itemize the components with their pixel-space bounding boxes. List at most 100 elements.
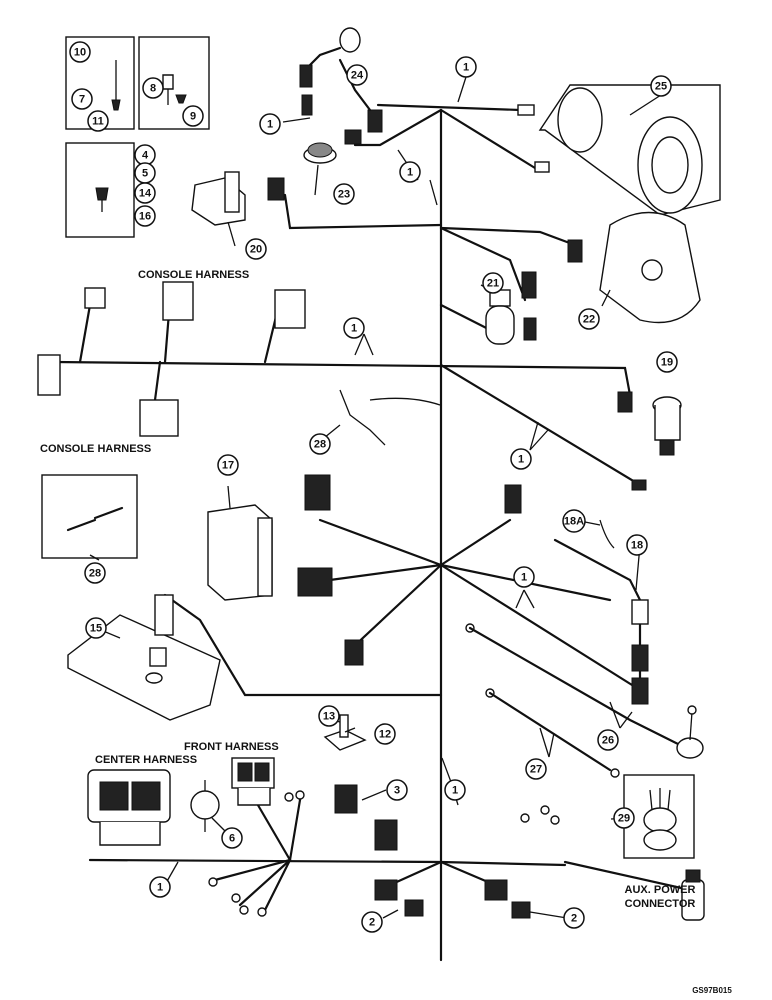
blower-motor-22 — [567, 211, 701, 324]
mid-harness-connectors — [297, 474, 522, 666]
callout-number: 24 — [351, 70, 364, 82]
callout-12: 12 — [374, 723, 396, 745]
callout-23: 23 — [333, 183, 355, 205]
callout-number: 6 — [229, 833, 235, 845]
blower-housing-25 — [538, 84, 721, 216]
front-harness-switch — [231, 757, 275, 806]
callout-number: 5 — [142, 168, 148, 180]
callout-9: 9 — [182, 105, 204, 127]
callout-2: 2 — [361, 911, 383, 933]
callouts: 1071189451416124112325202122119281172818… — [69, 41, 678, 933]
callout-number: 28 — [314, 439, 326, 451]
callout-number: 1 — [463, 62, 469, 74]
callout-14: 14 — [134, 182, 156, 204]
callout-number: 16 — [139, 211, 151, 223]
console-connectors — [37, 281, 647, 491]
ring-terminals — [208, 790, 560, 917]
label-console-harness-top: CONSOLE HARNESS — [138, 269, 249, 281]
callout-number: 23 — [338, 189, 350, 201]
ground-wire-27 — [485, 688, 620, 778]
callout-7: 7 — [71, 88, 93, 110]
callout-number: 18A — [564, 516, 584, 528]
callout-16: 16 — [134, 205, 156, 227]
connectors-3 — [334, 784, 398, 851]
callout-1: 1 — [444, 779, 466, 801]
callout-25: 25 — [650, 75, 672, 97]
callout-5: 5 — [134, 162, 156, 184]
relay-6 — [190, 780, 220, 832]
callout-number: 1 — [407, 167, 413, 179]
callout-number: 1 — [521, 572, 527, 584]
callout-number: 20 — [250, 244, 262, 256]
callout-4: 4 — [134, 144, 156, 166]
callout-3: 3 — [386, 779, 408, 801]
control-module-17 — [207, 504, 273, 601]
callout-number: 15 — [90, 623, 102, 635]
main-harness-trunk — [53, 103, 692, 962]
center-harness-switch — [87, 769, 171, 846]
callout-1: 1 — [259, 113, 281, 135]
callout-number: 1 — [267, 119, 273, 131]
callout-number: 1 — [518, 454, 524, 466]
callout-number: 21 — [487, 278, 499, 290]
callout-number: 4 — [142, 150, 149, 162]
spring-box-28 — [41, 474, 138, 559]
callout-18A: 18A — [562, 509, 586, 533]
callout-11: 11 — [87, 110, 109, 132]
hardware-box-fasteners — [65, 36, 210, 238]
callout-number: 3 — [394, 785, 400, 797]
callout-number: 18 — [631, 540, 643, 552]
callout-21: 21 — [482, 272, 504, 294]
callout-number: 10 — [74, 47, 86, 59]
callout-29: 29 — [613, 807, 635, 829]
callout-19: 19 — [656, 351, 678, 373]
callout-20: 20 — [245, 238, 267, 260]
callout-10: 10 — [69, 41, 91, 63]
pressure-switch-21 — [485, 271, 537, 345]
callout-number: 11 — [92, 116, 104, 128]
connectors-2 — [374, 879, 531, 919]
callout-number: 19 — [661, 357, 673, 369]
callout-22: 22 — [578, 308, 600, 330]
callout-1: 1 — [149, 876, 171, 898]
callout-number: 14 — [139, 188, 152, 200]
callout-number: 28 — [89, 568, 101, 580]
callout-6: 6 — [221, 827, 243, 849]
callout-1: 1 — [399, 161, 421, 183]
cigar-lighter-19 — [652, 396, 682, 456]
callout-number: 2 — [571, 913, 577, 925]
callout-18: 18 — [626, 534, 648, 556]
callout-number: 26 — [602, 735, 614, 747]
label-console-harness-left: CONSOLE HARNESS — [40, 443, 151, 455]
actuator-20 — [191, 171, 246, 226]
callout-1: 1 — [510, 448, 532, 470]
callout-24: 24 — [346, 64, 368, 86]
label-front-harness: FRONT HARNESS — [184, 741, 279, 753]
sensor-13 — [323, 714, 367, 751]
callout-28: 28 — [84, 562, 106, 584]
label-center-harness: CENTER HARNESS — [95, 754, 197, 766]
callout-number: 1 — [351, 323, 357, 335]
callout-8: 8 — [142, 77, 164, 99]
ground-wire-26 — [465, 623, 704, 759]
fuse-box-15 — [67, 594, 221, 721]
aux-power-connector — [681, 869, 705, 921]
callout-1: 1 — [455, 56, 477, 78]
callout-number: 13 — [323, 711, 335, 723]
callout-number: 27 — [530, 764, 542, 776]
sensor-assembly-24 — [299, 27, 383, 145]
figure-code: GS97B015 — [692, 986, 732, 995]
callout-26: 26 — [597, 729, 619, 751]
callout-number: 2 — [369, 917, 375, 929]
callout-number: 1 — [157, 882, 163, 894]
leader-lines — [89, 76, 662, 919]
callout-28: 28 — [309, 433, 331, 455]
callout-15: 15 — [85, 617, 107, 639]
callout-number: 1 — [452, 785, 458, 797]
callout-13: 13 — [318, 705, 340, 727]
callout-number: 17 — [222, 460, 234, 472]
callout-number: 29 — [618, 813, 630, 825]
callout-number: 8 — [150, 83, 156, 95]
callout-1: 1 — [343, 317, 365, 339]
